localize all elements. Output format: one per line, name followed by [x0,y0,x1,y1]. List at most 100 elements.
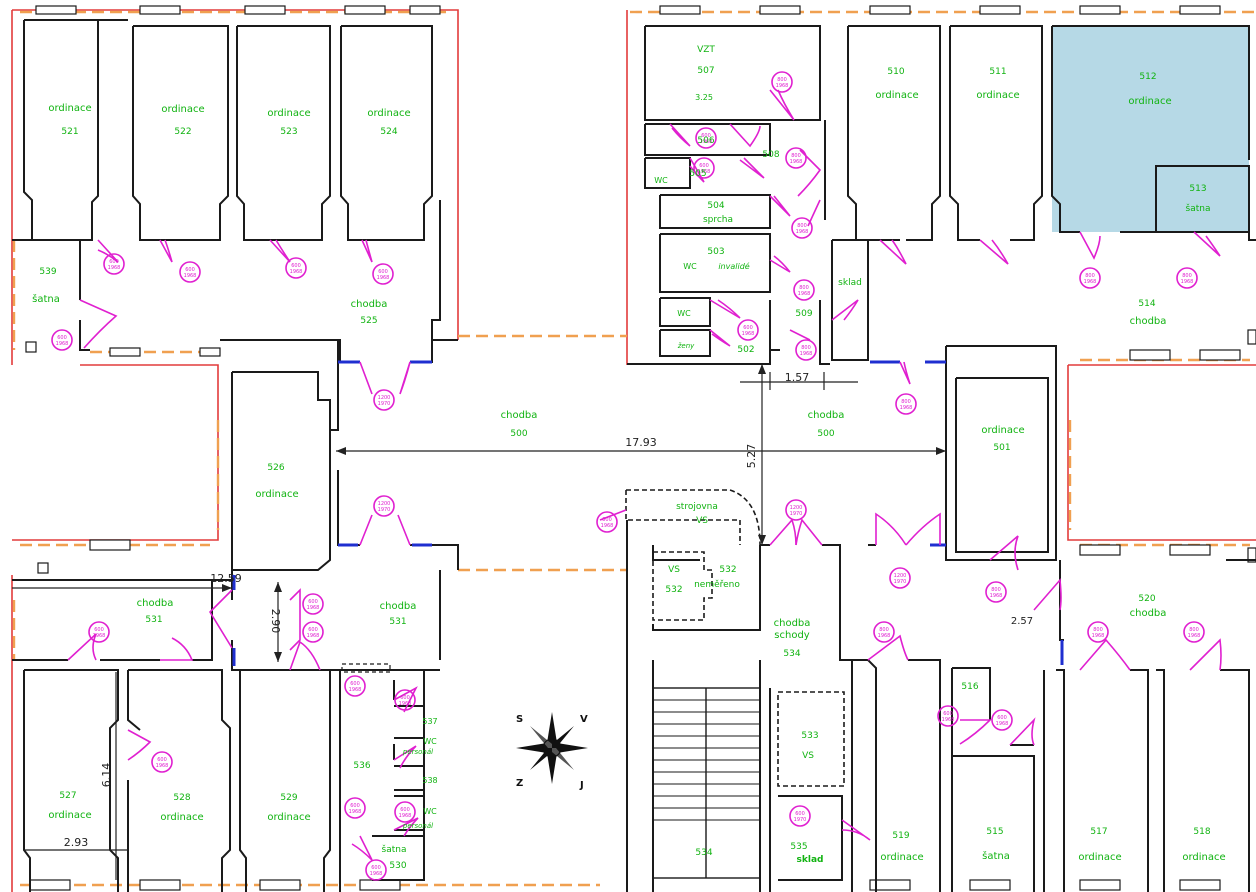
room-524-num: 524 [380,127,397,137]
room-510-name: ordinace [875,90,918,101]
dim-5-27: 5.27 [745,444,758,469]
svg-text:1968: 1968 [742,331,755,337]
room-520-num: 520 [1138,594,1155,604]
svg-text:1968: 1968 [996,721,1009,727]
room-522-num: 522 [174,127,191,137]
room-518-num: 518 [1193,827,1210,837]
room-513-name: šatna [1186,203,1211,214]
room-509-num: 509 [795,309,812,319]
svg-text:1968: 1968 [108,265,121,271]
room-521-num: 521 [61,127,78,137]
dim-6-14: 6.14 [100,763,113,788]
svg-text:1968: 1968 [399,701,412,707]
room-514-num: 514 [1138,299,1155,309]
svg-text:1200: 1200 [894,573,907,579]
room-502-extra: ženy [677,342,695,350]
room-506-num: 506 [697,136,714,146]
svg-text:600: 600 [94,627,104,633]
room-531b-num: 531 [389,617,406,627]
room-500b-num: 500 [817,429,834,439]
svg-text:600: 600 [57,335,67,341]
room-531a-name: chodba [137,598,174,609]
room-522-name: ordinace [161,104,204,115]
compass-s: S [516,714,523,725]
svg-text:800: 800 [799,285,809,291]
room-535-name: sklad [797,855,824,865]
svg-text:600: 600 [308,599,318,605]
room-527-name: ordinace [48,810,91,821]
svg-text:1968: 1968 [349,809,362,815]
room-530-name: šatna [382,844,407,855]
interior-walls [12,19,1256,892]
room-519-name: ordinace [880,852,923,863]
svg-text:800: 800 [1182,273,1192,279]
dashed-rooms [341,489,845,787]
room-503-extra: invalidé [718,261,749,271]
svg-text:1968: 1968 [700,139,713,145]
room-513-outline [1155,165,1250,233]
room-503-num: 503 [707,247,724,257]
dim-17-93: 17.93 [625,436,657,449]
room-508-num: 508 [762,150,779,160]
svg-text:1968: 1968 [796,229,809,235]
room-523-name: ordinace [267,108,310,119]
svg-text:1968: 1968 [1092,633,1105,639]
room-532-name: neměřeno [694,580,740,590]
svg-text:1968: 1968 [790,159,803,165]
svg-text:600: 600 [699,163,709,169]
svg-text:1968: 1968 [370,871,383,877]
svg-text:1968: 1968 [56,341,69,347]
room-531a-num: 531 [145,615,162,625]
room-507-num: 507 [697,66,714,76]
room-504-num: 504 [707,201,724,211]
room-530-num: 530 [389,861,406,871]
room-512-name: ordinace [1128,96,1171,107]
dim-1-57: 1.57 [785,371,810,384]
svg-text:1968: 1968 [156,763,169,769]
svg-text:800: 800 [1189,627,1199,633]
svg-text:600: 600 [743,325,753,331]
room-515-num: 515 [986,827,1003,837]
svg-text:800: 800 [879,627,889,633]
room-539-num: 539 [39,267,56,277]
svg-text:600: 600 [378,269,388,275]
svg-text:600: 600 [291,263,301,269]
svg-text:1970: 1970 [378,401,391,407]
wc-personal-a-extra: personál [402,748,433,756]
svg-text:800: 800 [1085,273,1095,279]
room-500b-name: chodba [808,410,845,421]
svg-text:600: 600 [308,627,318,633]
svg-text:800: 800 [602,517,612,523]
svg-text:1970: 1970 [894,579,907,585]
exterior-walls [11,9,1256,892]
room-523-num: 523 [280,127,297,137]
svg-text:1968: 1968 [601,523,614,529]
room-534b-num: 534 [695,848,712,858]
room-502-name: WC [677,309,691,318]
room-501-name: ordinace [981,425,1024,436]
svg-text:800: 800 [1093,627,1103,633]
room-strojovna-name: strojovna [676,502,718,512]
svg-text:600: 600 [109,259,119,265]
room-510-num: 510 [887,67,904,77]
room-533-num: 533 [801,731,818,741]
room-503-name: WC [683,262,697,271]
svg-text:1968: 1968 [1084,279,1097,285]
dim-2-90: 2.90 [269,609,282,634]
room-vs532-num: 532 [665,585,682,595]
stairs [652,687,761,879]
wc-personal-b-extra: personál [402,822,433,830]
svg-text:600: 600 [185,267,195,273]
svg-text:600: 600 [400,695,410,701]
svg-text:1968: 1968 [776,83,789,89]
svg-text:600: 600 [350,803,360,809]
svg-text:1968: 1968 [349,687,362,693]
svg-text:1200: 1200 [790,505,803,511]
room-520-name: chodba [1130,608,1167,619]
room-513-num: 513 [1189,184,1206,194]
svg-text:800: 800 [791,153,801,159]
svg-text:600: 600 [350,681,360,687]
svg-text:1968: 1968 [942,717,955,723]
